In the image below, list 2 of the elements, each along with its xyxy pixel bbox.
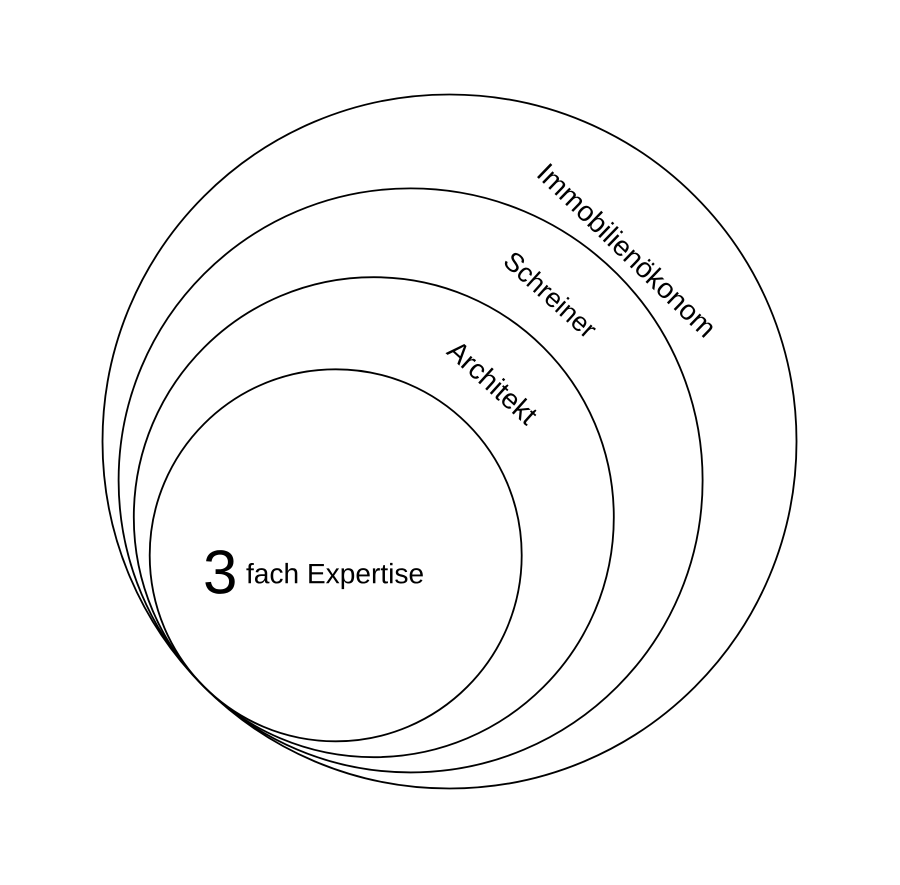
- number-label: 3: [205, 550, 235, 594]
- circle-label: fach Expertise: [246, 562, 423, 590]
